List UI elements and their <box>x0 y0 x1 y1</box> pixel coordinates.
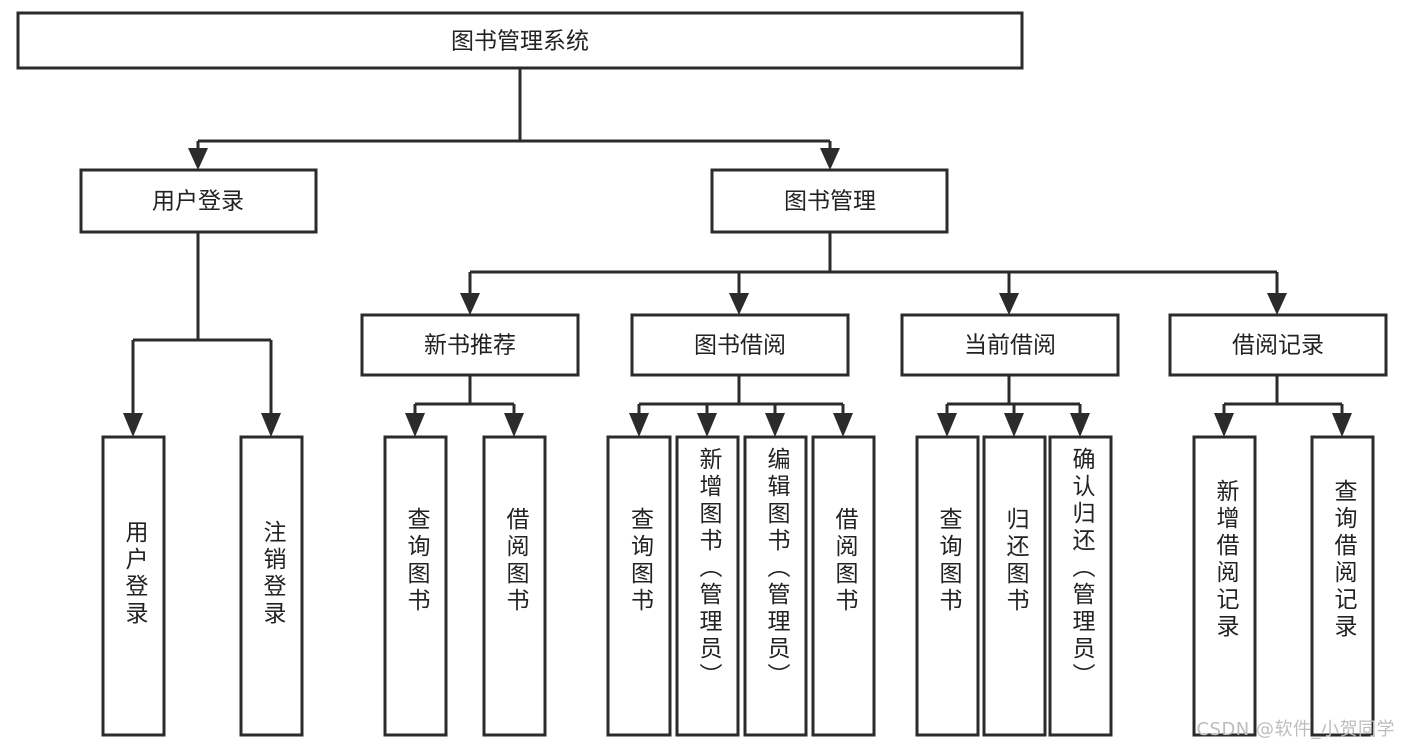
node-leaf-add-record-box[interactable] <box>1192 435 1257 737</box>
node-borrow-record-box[interactable] <box>1168 313 1388 377</box>
arrowhead-leaf-query-book-a <box>405 413 425 437</box>
node-leaf-user-login-box[interactable] <box>101 435 166 737</box>
node-user-login-label: 用户登录 <box>152 189 244 215</box>
node-new-book-recommend[interactable]: 新书推荐 <box>360 313 580 377</box>
node-book-manage-label: 图书管理 <box>784 189 876 215</box>
arrowhead-borrow-record <box>1267 293 1287 315</box>
node-root-box[interactable] <box>16 11 1024 70</box>
arrowhead-leaf-confirm-return <box>1070 413 1090 437</box>
arrowhead-leaf-edit-book <box>765 413 785 437</box>
node-book-borrow[interactable]: 图书借阅 <box>630 313 850 377</box>
arrowhead-book-borrow <box>729 293 749 315</box>
arrowhead-new-book-recommend <box>460 293 480 315</box>
node-user-login-box[interactable] <box>79 168 318 234</box>
node-leaf-query-book-c-box[interactable] <box>915 435 980 737</box>
arrowhead-user-login <box>188 148 208 170</box>
connector-group-borrow-record <box>1214 375 1352 437</box>
node-leaf-borrow-book-a-box[interactable] <box>482 435 547 737</box>
arrowhead-current-borrow <box>999 293 1019 315</box>
node-borrow-record-label: 借阅记录 <box>1232 333 1324 359</box>
node-leaf-user-logout-box[interactable] <box>239 435 304 737</box>
node-current-borrow-label: 当前借阅 <box>964 333 1056 359</box>
arrowhead-leaf-add-record <box>1214 413 1234 437</box>
watermark-text: CSDN @软件_小贺同学 <box>1196 719 1395 740</box>
node-user-login[interactable]: 用户登录 <box>79 168 318 234</box>
node-borrow-record[interactable]: 借阅记录 <box>1168 313 1388 377</box>
node-root[interactable]: 图书管理系统 <box>16 11 1024 70</box>
arrowhead-leaf-borrow-book-b <box>833 413 853 437</box>
arrowhead-leaf-user-login <box>123 413 143 437</box>
connector-group-new-book-recommend <box>405 375 524 437</box>
arrowhead-leaf-query-book-c <box>937 413 957 437</box>
connector-group-current-borrow <box>937 375 1090 437</box>
connector-group-user-login <box>123 232 281 437</box>
node-current-borrow[interactable]: 当前借阅 <box>900 313 1120 377</box>
node-leaf-confirm-return-box[interactable] <box>1048 435 1113 737</box>
arrowhead-leaf-add-book <box>697 413 717 437</box>
arrowhead-book-manage <box>820 148 840 170</box>
node-book-borrow-label: 图书借阅 <box>694 333 786 359</box>
node-leaf-edit-book-box[interactable] <box>743 435 808 737</box>
node-leaf-return-book-box[interactable] <box>982 435 1047 737</box>
node-book-borrow-box[interactable] <box>630 313 850 377</box>
node-new-book-recommend-label: 新书推荐 <box>424 333 516 359</box>
arrowhead-leaf-query-book-b <box>629 413 649 437</box>
node-root-label: 图书管理系统 <box>451 29 589 55</box>
node-leaf-query-record-box[interactable] <box>1310 435 1375 737</box>
node-book-manage-box[interactable] <box>710 168 949 234</box>
node-leaf-borrow-book-b-box[interactable] <box>811 435 876 737</box>
node-leaf-query-book-b-box[interactable] <box>606 435 672 737</box>
node-book-manage[interactable]: 图书管理 <box>710 168 949 234</box>
connector-group-book-borrow <box>629 375 853 437</box>
arrowhead-leaf-borrow-book-a <box>504 413 524 437</box>
node-new-book-recommend-box[interactable] <box>360 313 580 377</box>
node-leaf-add-book-box[interactable] <box>675 435 740 737</box>
arrowhead-leaf-user-logout <box>261 413 281 437</box>
arrowhead-leaf-query-record <box>1332 413 1352 437</box>
connector-group-root <box>188 68 840 170</box>
node-leaf-query-book-a-box[interactable] <box>383 435 448 737</box>
node-current-borrow-box[interactable] <box>900 313 1120 377</box>
arrowhead-leaf-return-book <box>1004 413 1024 437</box>
connector-group-book-manage <box>460 232 1287 315</box>
